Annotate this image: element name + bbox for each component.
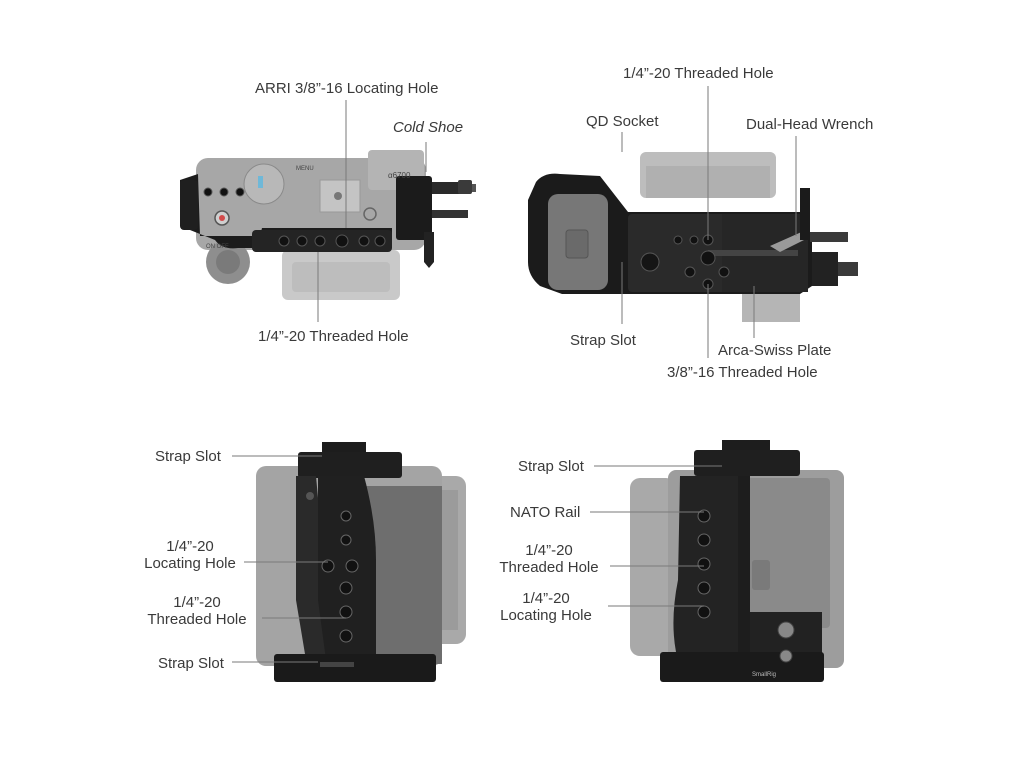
label-left-threaded-hole-line1: 1/4”-20: [173, 594, 221, 611]
top-view-leaders: [317, 100, 427, 322]
label-bottom-threaded-hole: 1/4”-20 Threaded Hole: [623, 65, 774, 82]
label-right-threaded-hole: 1/4”-20 Threaded Hole: [497, 542, 601, 576]
label-qd-socket: QD Socket: [586, 113, 659, 130]
label-bottom-strap-slot: Strap Slot: [570, 332, 636, 349]
label-right-threaded-hole-line1: 1/4”-20: [525, 542, 573, 559]
label-left-strap-slot-top: Strap Slot: [155, 448, 221, 465]
label-arca-swiss-plate: Arca-Swiss Plate: [718, 342, 832, 359]
label-top-threaded-hole: 1/4”-20 Threaded Hole: [258, 328, 409, 345]
label-dual-head-wrench: Dual-Head Wrench: [746, 116, 874, 133]
right-side-illustration: SmallRig: [630, 440, 844, 682]
label-right-threaded-hole-line2: Threaded Hole: [499, 559, 599, 576]
left-side-illustration: [256, 442, 466, 682]
label-right-locating-hole: 1/4”-20 Locating Hole: [496, 590, 596, 624]
left-side-leaders: [232, 455, 346, 663]
label-left-locating-hole-line2: Locating Hole: [144, 555, 236, 572]
label-cold-shoe: Cold Shoe: [393, 119, 464, 136]
label-left-strap-slot-bottom: Strap Slot: [158, 655, 224, 672]
camera-power-marking: ON OFF: [206, 244, 229, 250]
label-left-threaded-hole: 1/4”-20 Threaded Hole: [145, 594, 249, 628]
label-arri-locating-hole: ARRI 3/8”-16 Locating Hole: [255, 80, 439, 97]
label-left-threaded-hole-line2: Threaded Hole: [147, 611, 247, 628]
bottom-view-leaders: [621, 86, 797, 358]
camera-mode-marking: MENU: [296, 166, 314, 172]
label-right-strap-slot: Strap Slot: [518, 458, 584, 475]
brand-mark: SmallRig: [752, 672, 776, 678]
top-view-illustration: α6700 MENU ON OFF: [180, 150, 476, 300]
label-nato-rail: NATO Rail: [510, 504, 581, 521]
label-right-locating-hole-line2: Locating Hole: [500, 607, 592, 624]
bottom-view-illustration: [528, 152, 858, 322]
right-side-leaders: [590, 465, 722, 607]
label-left-locating-hole: 1/4”-20 Locating Hole: [140, 538, 240, 572]
label-right-locating-hole-line1: 1/4”-20: [522, 590, 570, 607]
label-threaded-hole-38: 3/8”-16 Threaded Hole: [667, 364, 818, 381]
camera-model-marking: α6700: [388, 171, 411, 180]
label-left-locating-hole-line1: 1/4”-20: [166, 538, 214, 555]
